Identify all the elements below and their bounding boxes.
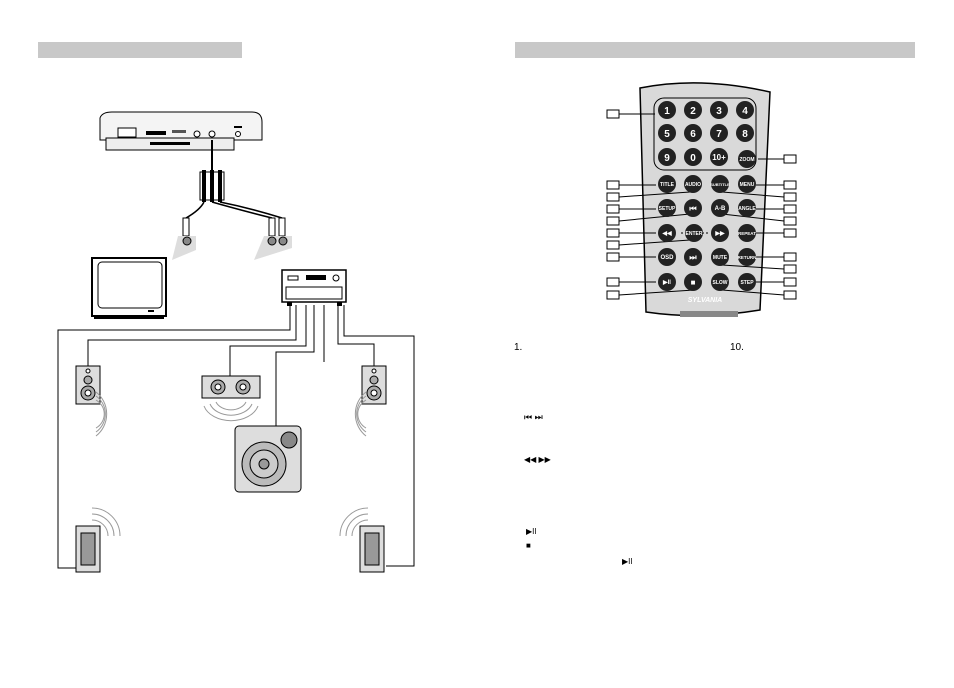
button-enter[interactable]: ENTER: [685, 224, 703, 242]
button-5[interactable]: 5: [658, 124, 676, 142]
button-fast-forward[interactable]: ▶▶: [711, 224, 729, 242]
svg-text:6: 6: [690, 129, 696, 140]
svg-text:⏮: ⏮: [689, 204, 696, 213]
button-7[interactable]: 7: [710, 124, 728, 142]
speaker-wires: [57, 305, 415, 569]
svg-text:SUBTITLE: SUBTITLE: [710, 182, 730, 187]
svg-text:RETURN: RETURN: [738, 255, 757, 260]
svg-text:8: 8: [742, 129, 748, 140]
button-a-b[interactable]: A-B: [711, 199, 729, 217]
svg-text:REPEAT: REPEAT: [738, 231, 756, 236]
button-title[interactable]: TITLE: [658, 175, 676, 193]
button-rewind[interactable]: ◀◀: [658, 224, 676, 242]
svg-text:■: ■: [691, 278, 696, 287]
button-0[interactable]: 0: [684, 148, 702, 166]
button-play-pause[interactable]: ▶II: [658, 273, 676, 291]
svg-text:▶II: ▶II: [662, 279, 671, 286]
svg-text:3: 3: [716, 106, 722, 117]
svg-text:2: 2: [690, 106, 696, 117]
rear-right-speaker-icon: [339, 507, 385, 573]
button-return[interactable]: RETURN: [738, 248, 757, 266]
center-speaker-icon: [201, 375, 261, 422]
svg-text:OSD: OSD: [660, 255, 674, 261]
svg-text:9: 9: [664, 153, 670, 164]
button-4[interactable]: 4: [736, 101, 754, 119]
button-audio[interactable]: AUDIO: [684, 175, 702, 193]
button-6[interactable]: 6: [684, 124, 702, 142]
svg-text:AUDIO: AUDIO: [685, 182, 701, 188]
list-item-10: 10.: [730, 342, 744, 353]
play-pause-symbol-2: ▶II: [622, 557, 633, 566]
button-angle[interactable]: ANGLE: [738, 199, 756, 217]
svg-text:ANGLE: ANGLE: [738, 206, 756, 212]
svg-text:0: 0: [690, 153, 696, 164]
svg-text:⏭: ⏭: [689, 253, 697, 262]
svg-text:SLOW: SLOW: [713, 280, 728, 286]
svg-text:ENTER: ENTER: [686, 231, 703, 237]
svg-text:MUTE: MUTE: [713, 255, 728, 261]
connection-diagram: [57, 111, 415, 573]
svg-text:MENU: MENU: [740, 182, 755, 188]
button-subtitle[interactable]: SUBTITLE: [710, 175, 730, 193]
button-osd[interactable]: OSD: [658, 248, 676, 266]
svg-text:▶▶: ▶▶: [714, 230, 725, 237]
svg-text:STEP: STEP: [740, 280, 754, 286]
subwoofer-icon: [234, 425, 302, 493]
front-right-speaker-icon: [354, 365, 387, 437]
svg-text:SETUP: SETUP: [659, 206, 676, 212]
button-skip-forward[interactable]: ⏭: [684, 248, 702, 266]
button-2[interactable]: 2: [684, 101, 702, 119]
rear-left-speaker-icon: [75, 507, 121, 573]
svg-text:10+: 10+: [712, 153, 726, 162]
button-mute[interactable]: MUTE: [711, 248, 729, 266]
scan-symbols: ◀◀ ▶▶: [524, 455, 551, 464]
svg-text:7: 7: [716, 129, 722, 140]
svg-text:ZOOM: ZOOM: [740, 157, 755, 163]
button-step[interactable]: STEP: [738, 273, 756, 291]
svg-text:4: 4: [742, 106, 748, 117]
skip-symbols: ⏮ ⏭: [524, 412, 543, 422]
right-header-bar: [515, 42, 915, 58]
dvd-player-icon: [99, 111, 263, 151]
play-pause-symbol: ▶II: [526, 527, 537, 536]
left-header-bar: [38, 42, 242, 58]
button-skip-back[interactable]: ⏮: [684, 199, 702, 217]
button-setup[interactable]: SETUP: [658, 199, 676, 217]
button-8[interactable]: 8: [736, 124, 754, 142]
receiver-icon: [281, 269, 347, 306]
button-10-plus[interactable]: 10+: [710, 148, 728, 166]
brand-logo: SYLVANIA: [688, 297, 723, 304]
button-slow[interactable]: SLOW: [711, 273, 729, 291]
button-menu[interactable]: MENU: [738, 175, 756, 193]
stop-symbol: ■: [526, 541, 531, 550]
svg-text:A-B: A-B: [715, 206, 726, 212]
button-repeat[interactable]: REPEAT: [738, 224, 756, 242]
button-3[interactable]: 3: [710, 101, 728, 119]
button-stop[interactable]: ■: [684, 273, 702, 291]
button-9[interactable]: 9: [658, 148, 676, 166]
jack-icons: [172, 236, 292, 260]
button-zoom[interactable]: ZOOM: [738, 150, 756, 168]
svg-text:1: 1: [664, 106, 670, 117]
tv-icon: [91, 257, 167, 319]
list-item-1: 1.: [514, 342, 523, 353]
av-cable-icon: [182, 140, 286, 237]
front-left-speaker-icon: [75, 365, 108, 437]
svg-text:5: 5: [664, 129, 670, 140]
button-1[interactable]: 1: [658, 101, 676, 119]
svg-text:◀◀: ◀◀: [661, 230, 672, 237]
svg-text:TITLE: TITLE: [660, 182, 675, 188]
